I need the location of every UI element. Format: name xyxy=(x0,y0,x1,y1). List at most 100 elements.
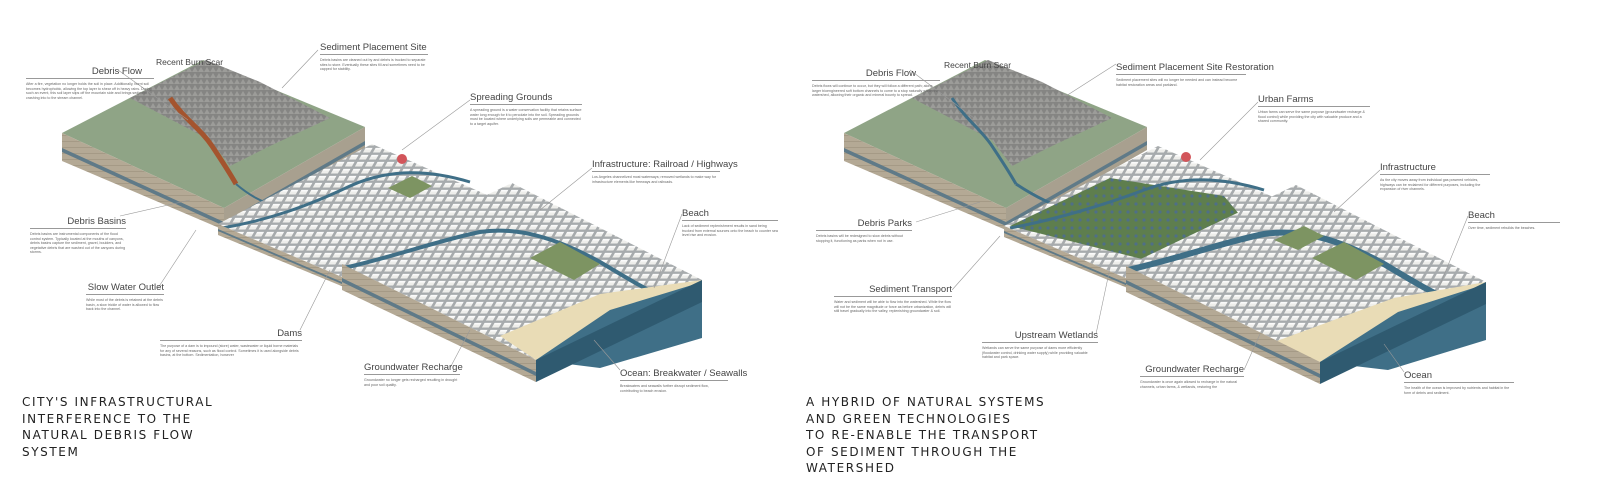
callout-rule xyxy=(1468,222,1560,223)
callout-rule xyxy=(592,171,720,172)
callout-dams: Dams The purpose of a dam is to impound … xyxy=(160,328,302,358)
callout-rule xyxy=(320,54,428,55)
callout-title: Beach xyxy=(1468,210,1495,221)
label-recent-burn-scar: Recent Burn Scar xyxy=(156,57,224,67)
callout-rule xyxy=(470,104,582,105)
callout-debris-parks: Debris Parks Debris basins will be redes… xyxy=(816,218,912,243)
block-mountain xyxy=(62,60,365,230)
callout-rule xyxy=(1380,174,1490,175)
callout-title: Debris Basins xyxy=(67,216,126,227)
callout-sediment-placement-site-restoration: Sediment Placement Site Restoration Sedi… xyxy=(1116,62,1274,87)
title-line: AND GREEN TECHNOLOGIES xyxy=(806,411,1012,426)
callout-title: Upstream Wetlands xyxy=(1014,330,1098,341)
block-mountain xyxy=(844,60,1147,230)
callout-text: Lack of sediment replenishment results i… xyxy=(682,224,778,238)
leader-lines xyxy=(909,63,1469,373)
callout-spreading-grounds: Spreading Grounds A spreading ground is … xyxy=(470,92,582,126)
callout-groundwater-recharge: Groundwater Recharge Groundwater no long… xyxy=(364,362,463,387)
callout-title: Urban Farms xyxy=(1258,94,1314,105)
callout-title: Infrastructure xyxy=(1380,162,1436,173)
callout-rule xyxy=(1140,376,1244,377)
isometric-watershed-diagram-proposed xyxy=(844,60,1486,384)
callout-rule xyxy=(160,340,302,341)
callout-text: Breakwaters and seawalls further disrupt… xyxy=(620,384,709,393)
title-line: A HYBRID OF NATURAL SYSTEMS xyxy=(806,395,1046,409)
callout-debris-flow: Debris Flow After a fire, vegetation no … xyxy=(26,66,154,100)
isometric-watershed-diagram-current xyxy=(62,49,702,382)
callout-title: Ocean: Breakwater / Seawalls xyxy=(620,368,748,379)
callout-rule xyxy=(86,294,164,295)
callout-title: Debris Flow xyxy=(91,66,142,77)
callout-ocean-breakwater-seawalls: Ocean: Breakwater / Seawalls Breakwaters… xyxy=(620,368,748,393)
callout-title: Infrastructure: Railroad / Highways xyxy=(592,159,738,170)
title-line: TO RE-ENABLE THE TRANSPORT xyxy=(806,428,1039,442)
callout-rule xyxy=(982,342,1098,343)
label-recent-burn-scar: Recent Burn Scar xyxy=(944,60,1012,70)
callout-text: Debris basins will be redesigned to slow… xyxy=(816,234,903,243)
callout-infrastructure: Infrastructure As the city moves away fr… xyxy=(1380,162,1490,192)
callout-text: Debris flows will continue to occur, but… xyxy=(812,84,939,98)
callout-text: Urban farms can serve the same purpose (… xyxy=(1258,110,1365,124)
callout-text: While most of the debris is retained at … xyxy=(86,298,163,312)
callout-rule xyxy=(364,374,460,375)
callout-ocean: Ocean The health of the ocean is improve… xyxy=(1404,370,1514,395)
callout-title: Debris Parks xyxy=(857,218,912,229)
callout-infrastructure-railroad-highways: Infrastructure: Railroad / Highways Los … xyxy=(592,159,738,184)
callout-sediment-placement-site: Sediment Placement Site Debris basins ar… xyxy=(320,42,428,72)
block-foothill-city xyxy=(218,144,512,292)
callout-text: Groundwater no longer gets recharged res… xyxy=(364,378,458,387)
callout-rule xyxy=(1404,382,1514,383)
title-line: INTERFERENCE TO THE xyxy=(22,411,192,426)
callout-text: The purpose of a dam is to impound (stor… xyxy=(160,344,299,358)
callout-text: As the city moves away from individual g… xyxy=(1380,178,1481,192)
callout-rule xyxy=(620,380,728,381)
callout-text: Debris basins are cleaned out by and deb… xyxy=(320,58,426,72)
panel-title-current: CITY'S INFRASTRUCTURAL INTERFERENCE TO T… xyxy=(22,394,213,460)
callout-debris-flow: Debris Flow Debris flows will continue t… xyxy=(812,68,940,98)
callout-title: Dams xyxy=(277,328,302,339)
callout-text: Debris basins are instrumental component… xyxy=(30,232,126,255)
callout-text: After a fire, vegetation no longer holds… xyxy=(26,82,152,100)
callout-slow-water-outlet: Slow Water Outlet While most of the debr… xyxy=(86,282,164,312)
title-line: NATURAL DEBRIS FLOW xyxy=(22,428,195,442)
urban-farm xyxy=(1312,242,1384,280)
callout-text: The health of the ocean is improved by n… xyxy=(1404,386,1510,395)
title-line: SYSTEM xyxy=(22,444,80,459)
callout-debris-basins: Debris Basins Debris basins are instrume… xyxy=(30,216,126,255)
callout-text: A spreading ground is a water conservati… xyxy=(470,108,582,126)
callout-rule xyxy=(1116,74,1246,75)
callout-rule xyxy=(816,230,912,231)
park-green-space xyxy=(530,242,600,280)
callout-text: Water and sediment will be able to flow … xyxy=(834,300,952,314)
callout-groundwater-recharge: Groundwater Recharge Groundwater is once… xyxy=(1140,364,1244,389)
callout-title: Debris Flow xyxy=(865,68,916,79)
callout-rule xyxy=(682,220,778,221)
callout-title: Slow Water Outlet xyxy=(87,282,164,293)
callout-title: Groundwater Recharge xyxy=(1145,364,1244,375)
callout-title: Sediment Transport xyxy=(869,284,952,295)
callout-urban-farms: Urban Farms Urban farms can serve the sa… xyxy=(1258,94,1370,124)
callout-upstream-wetlands: Upstream Wetlands Wetlands can serve the… xyxy=(982,330,1098,360)
callout-rule xyxy=(1258,106,1370,107)
title-line: WATERSHED xyxy=(806,461,896,475)
callout-text: Groundwater is once again allowed to rec… xyxy=(1140,380,1238,389)
callout-rule xyxy=(812,80,940,81)
callout-title: Sediment Placement Site xyxy=(320,42,427,53)
panel-current-condition: Recent Burn Scar Debris Flow After a fir… xyxy=(22,42,778,460)
block-coastal-city xyxy=(342,183,702,382)
panel-title-proposed: A HYBRID OF NATURAL SYSTEMS AND GREEN TE… xyxy=(806,394,1045,477)
callout-text: Over time, sediment rebuilds the beaches… xyxy=(1468,226,1536,230)
callout-text: Sediment placement sites will no longer … xyxy=(1116,78,1238,87)
debris-flow-path xyxy=(167,96,239,186)
callout-title: Spreading Grounds xyxy=(470,92,553,103)
block-coastal-city xyxy=(1126,185,1486,384)
panel-proposed-condition: Recent Burn Scar Debris Flow Debris flow… xyxy=(804,0,1608,500)
callout-title: Sediment Placement Site Restoration xyxy=(1116,62,1274,73)
title-line: OF SEDIMENT THROUGH THE xyxy=(806,444,1018,459)
callout-rule xyxy=(26,78,154,79)
spreading-ground-pond xyxy=(397,154,407,164)
callout-sediment-transport: Sediment Transport Water and sediment wi… xyxy=(834,284,952,314)
callout-text: Wetlands can serve the same purpose of d… xyxy=(982,346,1088,360)
title-line: CITY'S INFRASTRUCTURAL xyxy=(22,395,214,409)
